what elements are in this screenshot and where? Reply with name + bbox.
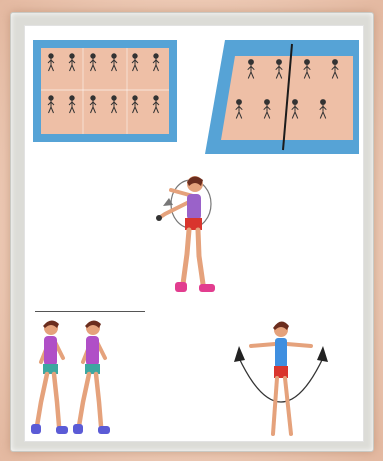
stick-figure	[91, 96, 95, 100]
stick-figure	[277, 60, 282, 65]
walker-part	[96, 374, 101, 426]
walker-part	[31, 424, 41, 434]
stick-figure	[133, 96, 137, 100]
walker-part	[86, 336, 99, 366]
stick-figure	[237, 100, 242, 105]
stick-figure	[154, 54, 158, 58]
stick-figure	[49, 54, 53, 58]
stick-figure	[70, 54, 74, 58]
arm-swing-figure	[141, 174, 225, 306]
walker-part	[56, 426, 68, 434]
stick-figure	[49, 96, 53, 100]
stick-figure	[112, 96, 116, 100]
stick-figure	[333, 60, 338, 65]
stick-figure	[154, 96, 158, 100]
arm-circle-figure	[231, 316, 331, 440]
walker-part	[44, 336, 57, 366]
stick-figure	[321, 100, 326, 105]
divider-line	[35, 311, 145, 312]
court-left-panel	[33, 40, 177, 142]
walker-part	[37, 374, 47, 426]
walker-part	[73, 424, 83, 434]
walker-part	[54, 374, 59, 426]
stick-figure	[91, 54, 95, 58]
illustration-canvas	[24, 25, 364, 442]
stick-figure	[293, 100, 298, 105]
walker-part	[98, 426, 110, 434]
walking-pair-figures	[29, 318, 113, 440]
stick-figure	[265, 100, 270, 105]
stick-figure	[305, 60, 310, 65]
walker-part	[43, 364, 58, 374]
court-right-panel	[205, 40, 359, 154]
walker-part	[79, 374, 89, 426]
stick-figure	[133, 54, 137, 58]
stick-figure	[70, 96, 74, 100]
stick-figure	[112, 54, 116, 58]
walker-part	[85, 364, 100, 374]
stick-figure	[249, 60, 254, 65]
